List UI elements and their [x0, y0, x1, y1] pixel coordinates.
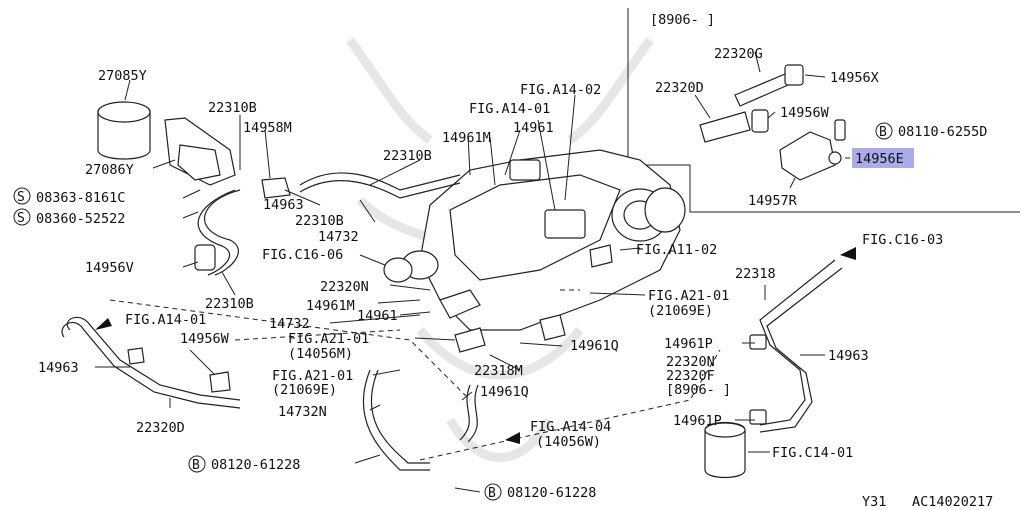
callout-14957R: 14957R — [748, 193, 798, 209]
figref-A21-01: FIG.A21-01 — [288, 331, 369, 347]
figref-sub-14056M: (14056M) — [288, 346, 353, 362]
callout-14732: 14732 — [318, 229, 359, 245]
bolt-symbol-letter: B — [192, 458, 200, 473]
callout-14961P: 14961P — [664, 336, 713, 352]
leader-lines — [95, 51, 850, 493]
callout-22310B: 22310B — [205, 296, 254, 312]
callout-14956W: 14956W — [780, 105, 830, 121]
callout-22320F: 22320F — [666, 368, 715, 384]
figref-C14-01: FIG.C14-01 — [772, 445, 853, 461]
callout-14963: 14963 — [263, 197, 304, 213]
figref-A14-01: FIG.A14-01 — [469, 101, 550, 117]
variant-label: [8906- ] — [650, 12, 715, 28]
callout-14961: 14961 — [357, 308, 398, 324]
callout-22310B: 22310B — [383, 148, 432, 164]
callout-22310B: 22310B — [208, 100, 257, 116]
engine-intake-assembly — [383, 149, 686, 353]
variant-label-2: [8906- ] — [666, 382, 731, 398]
bolt-symbol-icon — [188, 455, 206, 473]
arrow-icon — [505, 432, 520, 444]
hose-22318 — [704, 259, 843, 479]
callout-22320N: 22320N — [320, 279, 369, 295]
bolt-symbol-icon — [484, 483, 502, 501]
callout-08120-61228: 08120-61228 — [507, 485, 596, 501]
figref-A14-02: FIG.A14-02 — [520, 82, 601, 98]
figref-A11-02: FIG.A11-02 — [636, 242, 717, 258]
figref-sub-14056W: (14056W) — [536, 434, 601, 450]
inset-parts — [699, 64, 846, 181]
callout-22320N: 22320N — [666, 354, 715, 370]
callout-14963: 14963 — [828, 348, 869, 364]
callout-08120-61228: 08120-61228 — [211, 457, 300, 473]
callout-08363-8161C: 08363-8161C — [36, 190, 125, 206]
callout-27086Y: 27086Y — [85, 162, 134, 178]
callout-labels: [8906- ] 22320G 14956X 22320D 14956W B 0… — [13, 12, 993, 510]
screw-symbol-letter: S — [17, 211, 25, 226]
callout-14958M: 14958M — [243, 120, 292, 136]
callout-14961Q: 14961Q — [480, 384, 529, 400]
callout-14956V: 14956V — [85, 260, 134, 276]
vacuum-hoses — [197, 172, 479, 471]
bolt-symbol-icon — [875, 122, 893, 140]
figref-A14-01: FIG.A14-01 — [125, 312, 206, 328]
callout-14956E: 14956E — [855, 151, 904, 167]
callout-14961P: 14961P — [673, 413, 722, 429]
figref-A14-04: FIG.A14-04 — [530, 419, 611, 435]
hose-harness-left — [61, 316, 241, 409]
callout-08360-52522: 08360-52522 — [36, 211, 125, 227]
bolt-symbol-letter: B — [488, 486, 496, 501]
bolt-symbol-letter: B — [879, 125, 887, 140]
callout-14963: 14963 — [38, 360, 79, 376]
callout-22320G: 22320G — [714, 46, 763, 62]
figref-sub-21069E: (21069E) — [272, 382, 337, 398]
figref-C16-03: FIG.C16-03 — [862, 232, 943, 248]
figure-id: AC14020217 — [912, 494, 993, 510]
callout-22320D: 22320D — [136, 420, 185, 436]
callout-08110-6255D: 08110-6255D — [898, 124, 987, 140]
callout-14961: 14961 — [513, 120, 554, 136]
callout-22310B: 22310B — [295, 213, 344, 229]
callout-14961M: 14961M — [306, 298, 355, 314]
callout-14961M: 14961M — [442, 130, 491, 146]
figref-A21-01: FIG.A21-01 — [272, 368, 353, 384]
figure-arrows — [95, 247, 856, 444]
callout-22320D: 22320D — [655, 80, 704, 96]
callout-14732: 14732 — [269, 316, 310, 332]
figref-C16-06: FIG.C16-06 — [262, 247, 343, 263]
highlight-box — [852, 148, 914, 168]
callout-14956X: 14956X — [830, 70, 879, 86]
callout-27085Y: 27085Y — [98, 68, 147, 84]
callout-14961Q: 14961Q — [570, 338, 619, 354]
arrow-icon — [840, 247, 856, 260]
arrow-icon — [95, 318, 112, 330]
screw-symbol-icon — [13, 208, 31, 226]
inset-frame — [627, 8, 1020, 213]
callout-14956W: 14956W — [180, 331, 230, 347]
screw-symbol-letter: S — [17, 190, 25, 205]
canister-assembly — [97, 101, 291, 271]
figref-sub-21069E: (21069E) — [648, 303, 713, 319]
callout-14732N: 14732N — [278, 404, 327, 420]
callout-22318M: 22318M — [474, 363, 523, 379]
figref-A21-01: FIG.A21-01 — [648, 288, 729, 304]
callout-22318: 22318 — [735, 266, 776, 282]
screw-symbol-icon — [13, 187, 31, 205]
page-code: Y31 — [862, 494, 886, 510]
